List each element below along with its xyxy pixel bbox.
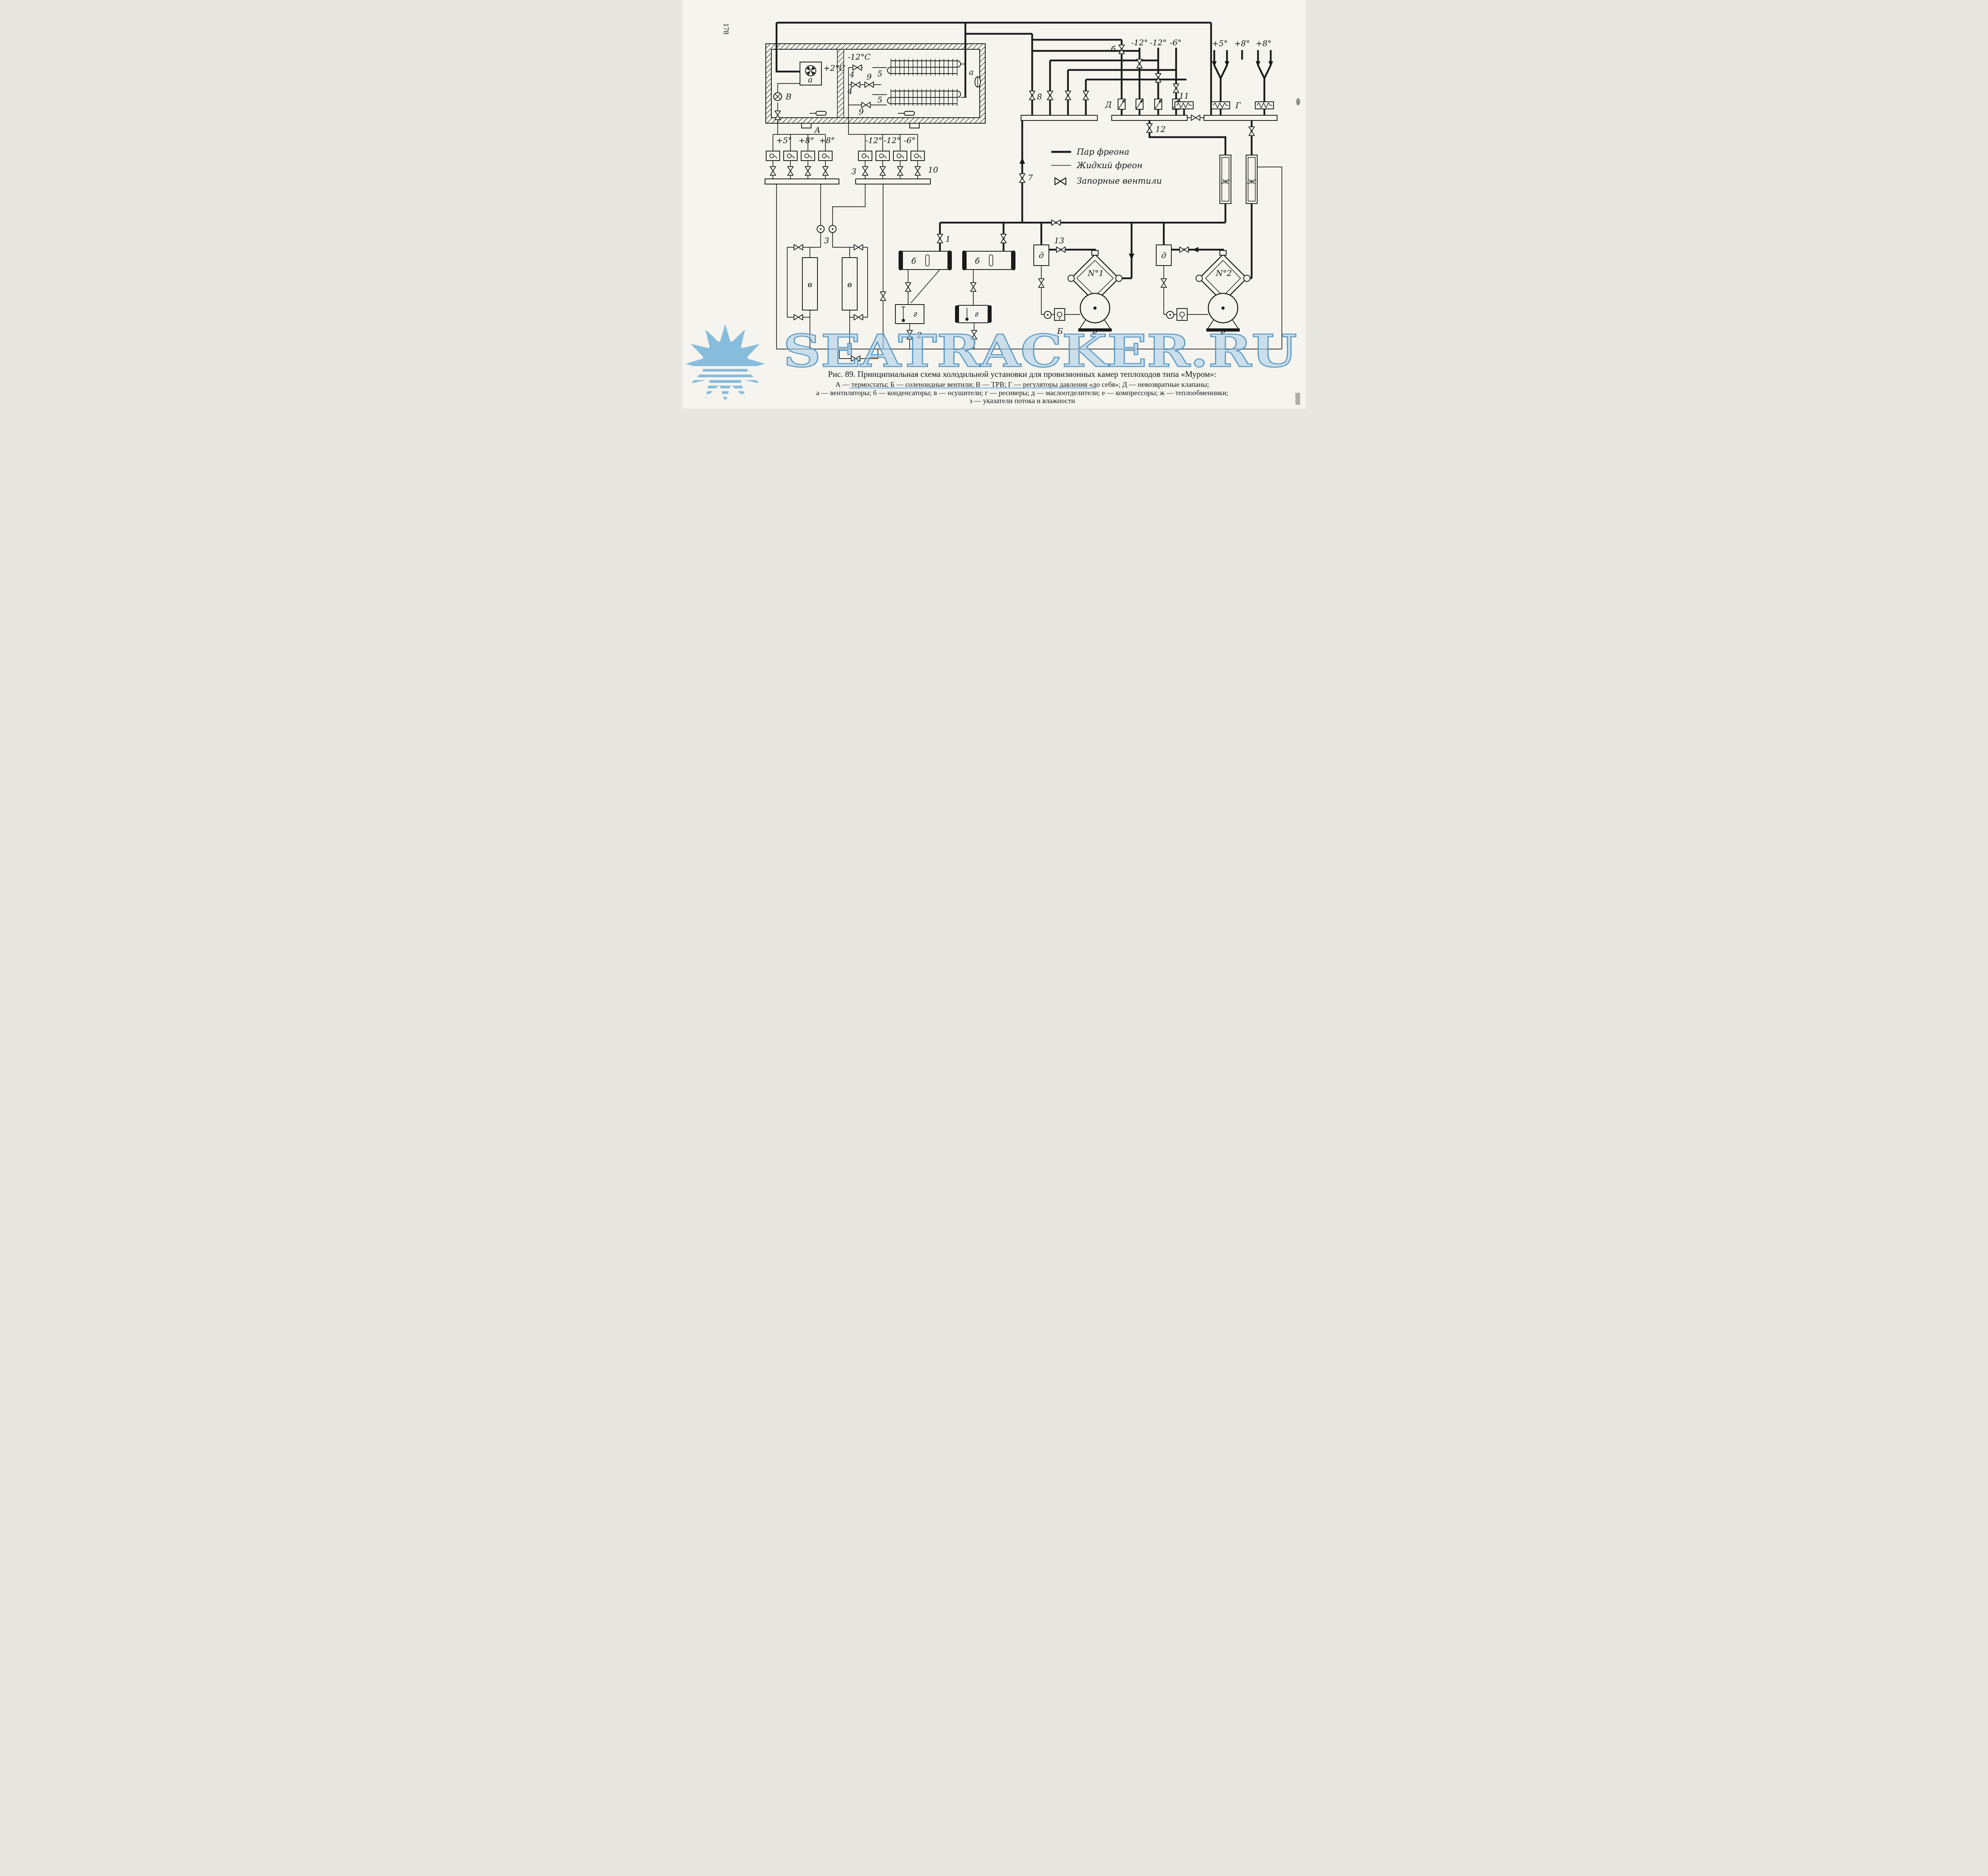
valve12-label: 12 <box>1155 124 1165 134</box>
receiver-1 <box>895 304 924 324</box>
receiver-2 <box>955 305 992 323</box>
drier-2 <box>842 257 858 310</box>
compressor-1 <box>1068 250 1122 332</box>
watermark: SEATRACKER.RU <box>685 324 1297 404</box>
suction-t5: +8° <box>1234 39 1250 48</box>
chamber2-fan-label: а <box>969 67 974 77</box>
flow-arrows <box>1019 61 1273 260</box>
valve9a-label: 9 <box>867 72 872 81</box>
feed-left-t3: +8° <box>819 136 835 145</box>
drier2-label: в <box>847 279 852 289</box>
page-number: 178 <box>722 23 730 35</box>
fan5a-label: 5 <box>878 69 883 78</box>
cold-chambers <box>765 43 986 128</box>
chamber2-wall-fan <box>975 76 981 87</box>
valve11-label: 11 <box>1179 91 1189 101</box>
chamber1-trv <box>773 92 782 101</box>
suction-t1: -12° <box>1131 38 1148 47</box>
scan-artifacts <box>1295 98 1300 405</box>
chamber1-fan-label: а <box>808 75 813 84</box>
watermark-sun-logo <box>685 324 766 404</box>
feed-left-t2: +8° <box>798 136 814 145</box>
legend: Пар фреона Жидкий фреон Запорные вентили <box>1051 147 1162 186</box>
suction-t6: +8° <box>1256 39 1271 48</box>
fan5b-label: 5 <box>878 95 883 105</box>
watermark-text: SEATRACKER.RU <box>783 325 1297 377</box>
check-valves-label: Д <box>1105 100 1112 109</box>
valve-b-label: б <box>1111 44 1116 54</box>
caption-line2: А — термостаты; Б — соленоидные вентили;… <box>835 380 1209 388</box>
valve3-label: 3 <box>851 167 856 176</box>
valve9b-label: 9 <box>859 107 864 116</box>
figure-caption: Рис. 89. Принципиальная схема холодильно… <box>816 369 1229 405</box>
oil-pump-2 <box>1176 308 1188 321</box>
suction-t3: -6° <box>1170 38 1181 47</box>
legend-vapor-label: Пар фреона <box>1076 147 1129 157</box>
manifold-bars <box>765 115 1277 184</box>
oil-separator-1 <box>1033 244 1049 266</box>
drier1-label: в <box>808 279 812 289</box>
diagram-labels: +2°C а В А -12°C 4 5 4 9 5 9 а +5° +8° +… <box>776 38 1271 340</box>
condenser1-label: б <box>911 256 916 266</box>
compressor2-label: е <box>1221 327 1225 337</box>
feed-left-t1: +5° <box>776 136 792 145</box>
oil-pump-1 <box>1054 308 1065 321</box>
oil-sight-glass-2 <box>1166 311 1174 319</box>
heat-exchanger-2 <box>1246 155 1258 204</box>
feed-right-t3: -6° <box>904 136 915 145</box>
pressure-regulators <box>1175 101 1274 109</box>
valve2-label: 2 <box>916 330 922 340</box>
feed-right-t2: -12° <box>884 136 901 145</box>
caption-line3: а — вентиляторы; б — конденсаторы; в — о… <box>816 389 1229 397</box>
compressor1-number: N°1 <box>1087 268 1104 278</box>
regulators-label: Г <box>1235 101 1241 110</box>
suction-t4: +5° <box>1212 39 1227 48</box>
hx2-label: ж <box>1247 176 1256 186</box>
receiver1-label: г <box>913 309 917 318</box>
valve13-label: 13 <box>1054 236 1064 245</box>
chamber2-temp-label: -12°C <box>848 52 871 62</box>
scanned-book-page: Пар фреона Жидкий фреон Запорные вентили… <box>682 0 1306 409</box>
valve10-label: 10 <box>928 165 938 175</box>
chamber1-zone-label: А <box>813 125 820 135</box>
hx1-label: ж <box>1221 176 1230 186</box>
feed-right-t1: -12° <box>866 136 882 145</box>
caption-line4: з — указатели потока и влажности <box>969 397 1075 405</box>
chamber1-trv-label: В <box>785 92 792 101</box>
compressor-2 <box>1196 250 1250 332</box>
valve8-label: 8 <box>1037 92 1042 101</box>
condenser2-label: б <box>975 256 980 266</box>
chamber2-evaporators <box>887 59 961 116</box>
valve4a-label: 4 <box>849 70 855 79</box>
compressor1-label: е <box>1093 327 1097 337</box>
chamber1-fan-coil-unit <box>800 62 827 116</box>
suction-t2: -12° <box>1150 38 1167 47</box>
valve7-label: 7 <box>1028 173 1033 182</box>
refrigeration-schematic-figure: Пар фреона Жидкий фреон Запорные вентили… <box>682 0 1306 409</box>
valve4b-label: 4 <box>847 86 853 96</box>
caption-title: Рис. 89. Принципиальная схема холодильно… <box>828 369 1217 379</box>
separator2-label: д <box>1161 250 1167 260</box>
valve1-label: 1 <box>945 234 951 244</box>
condenser-1 <box>899 250 952 270</box>
chamber1-temp-label: +2°C <box>823 63 845 73</box>
drier-1 <box>802 257 818 310</box>
legend-liquid-label: Жидкий фреон <box>1076 161 1142 170</box>
indicators-label: 3 <box>824 236 829 245</box>
condenser-2 <box>962 250 1015 270</box>
compressor2-number: N°2 <box>1215 268 1232 278</box>
receiver2-label: г <box>975 309 978 318</box>
oil-separator-2 <box>1156 244 1172 266</box>
heat-exchanger-1 <box>1219 155 1231 204</box>
separator1-label: д <box>1039 250 1044 260</box>
legend-valves-label: Запорные вентили <box>1077 176 1162 186</box>
solenoid-B-label: Б <box>1057 326 1063 336</box>
oil-sight-glass-1 <box>1044 311 1052 319</box>
